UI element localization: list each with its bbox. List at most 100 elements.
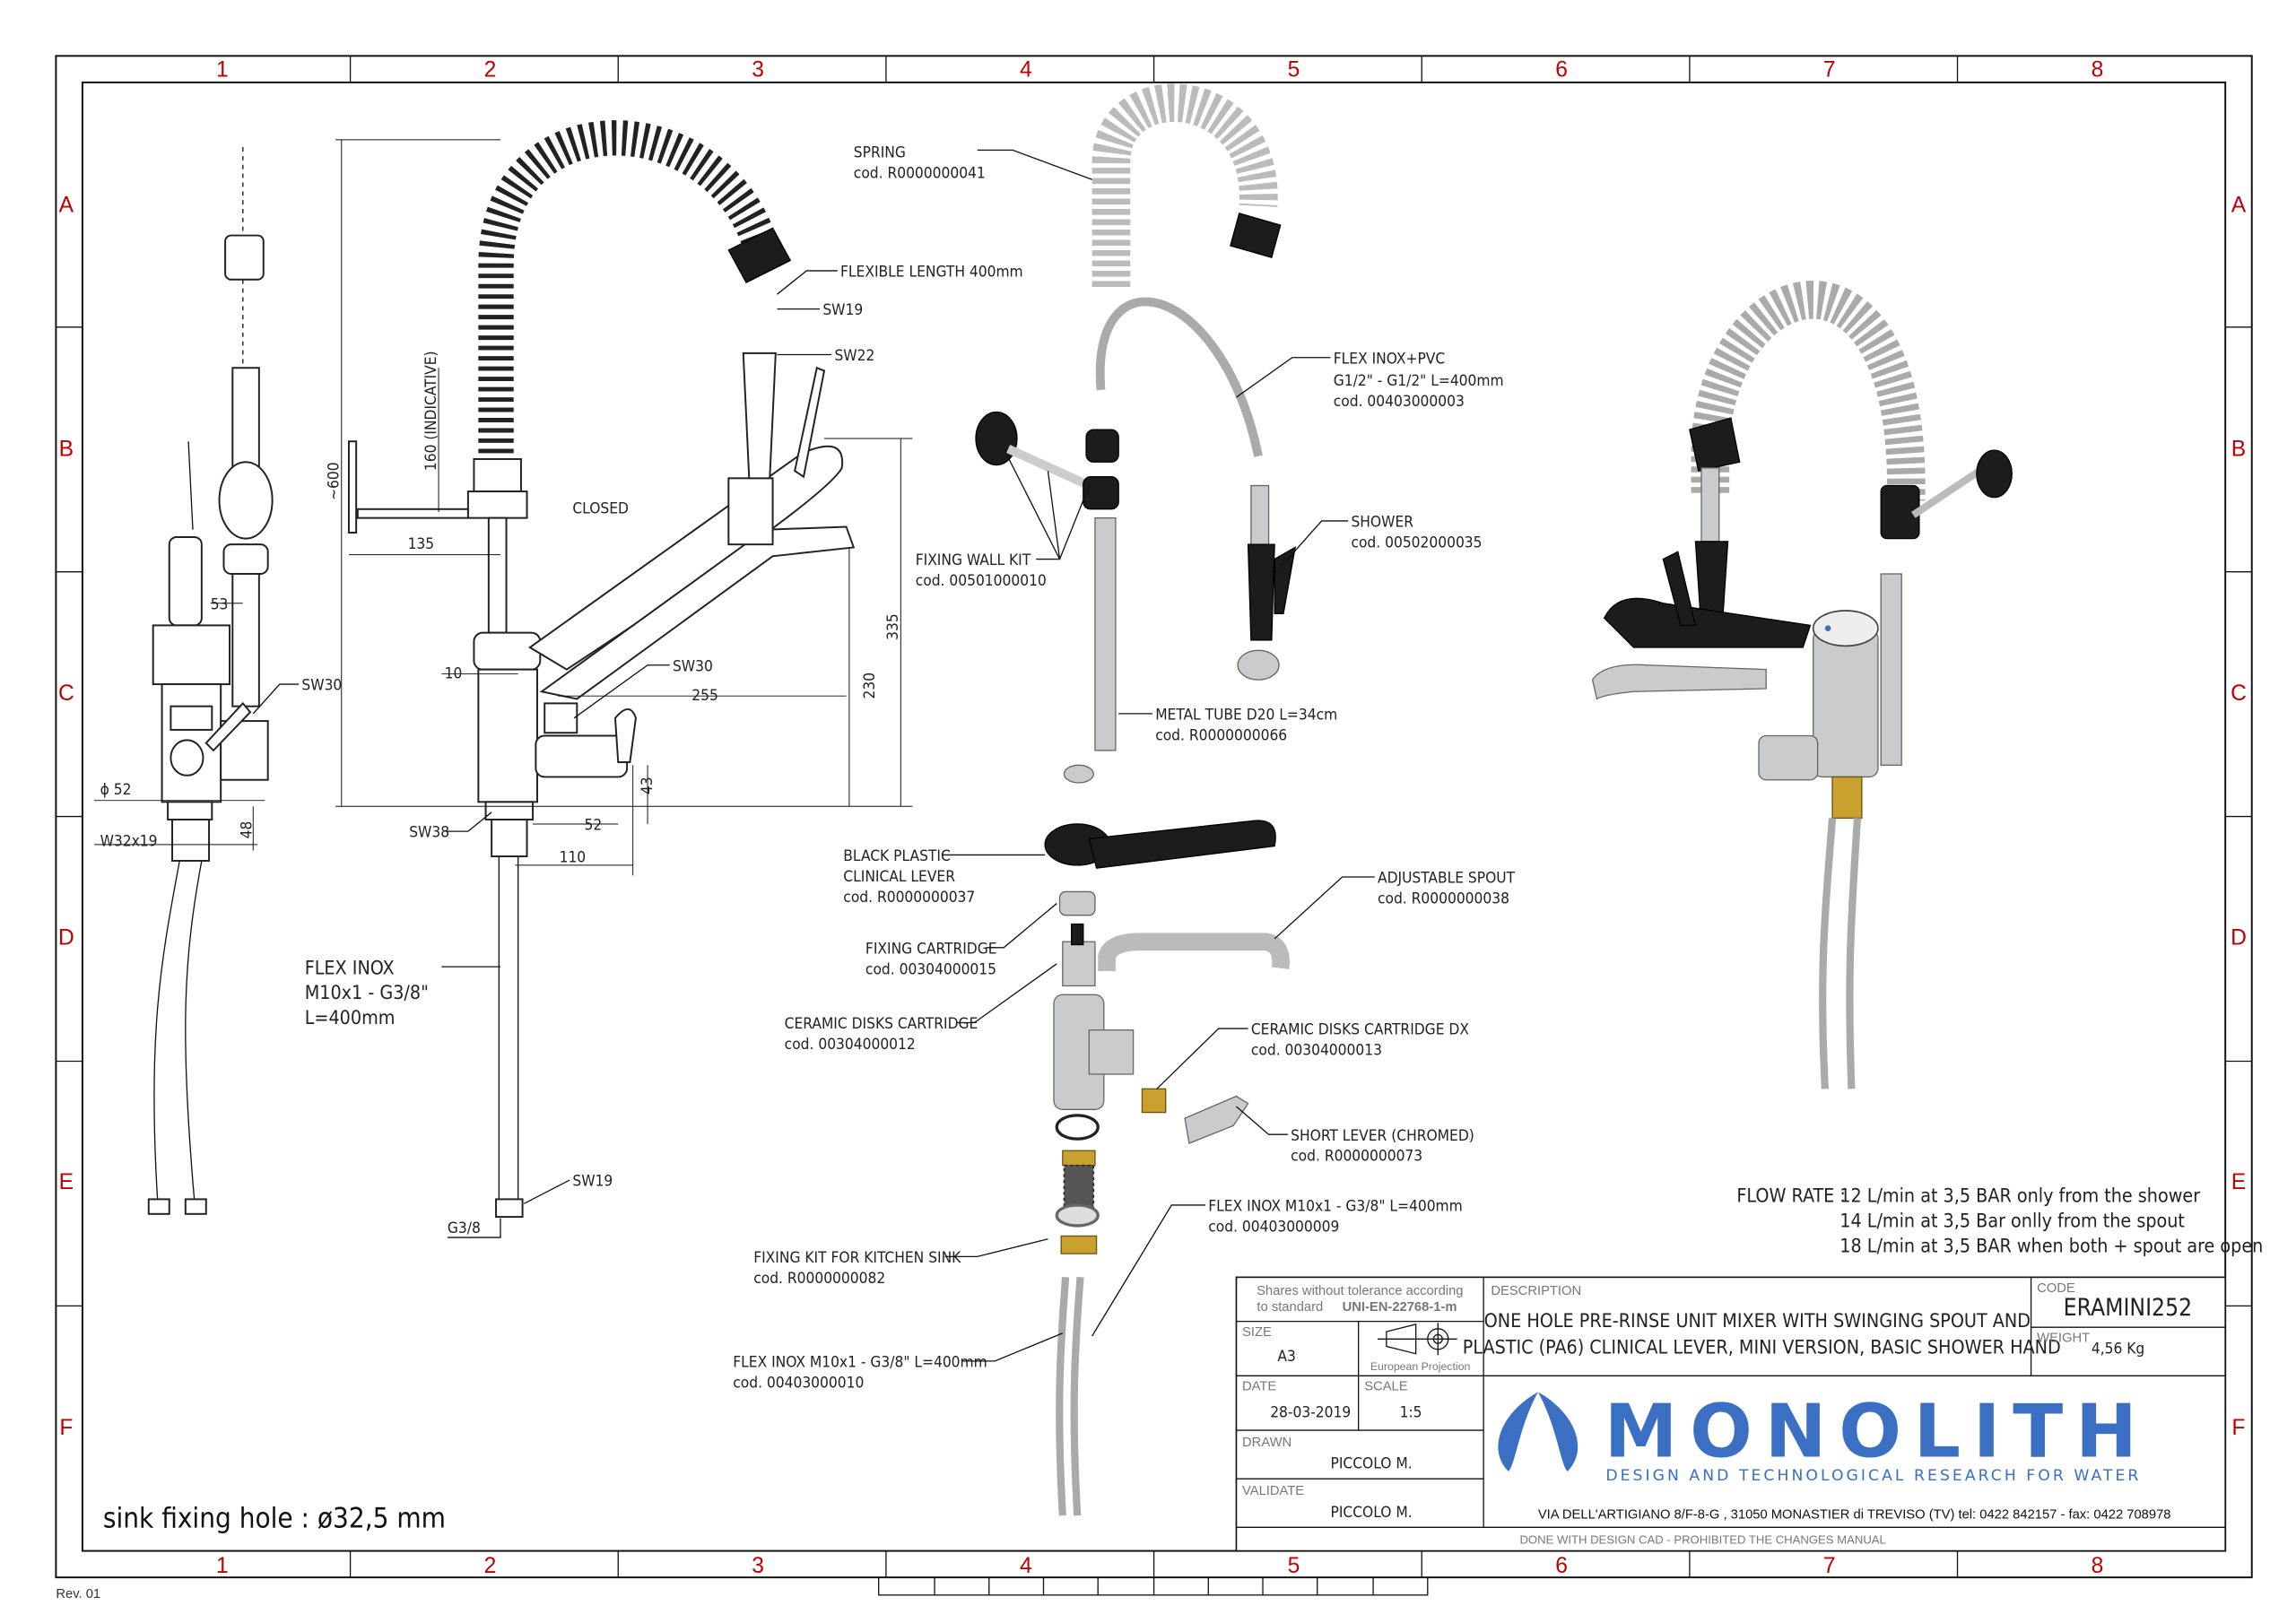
dim-255-label: 255 — [691, 687, 718, 705]
isometric-view — [1591, 281, 2013, 1089]
validate-value: PICCOLO M. — [1330, 1504, 1412, 1522]
flex-inox-label-3: L=400mm — [305, 1007, 396, 1029]
part-flex-pvc-code: cod. 00403000003 — [1334, 393, 1465, 411]
part-lever-name: BLACK PLASTIC — [843, 847, 950, 865]
spring-part — [1091, 83, 1278, 287]
flow-rate-line-3: 18 L/min at 3,5 BAR when both + spout ar… — [1839, 1235, 2263, 1257]
water-drop-logo-icon — [1498, 1392, 1578, 1471]
drawing-frame: 1 2 3 4 5 6 7 8 1 2 3 4 5 6 7 8 A B C D … — [55, 55, 2253, 1601]
row-label-right-a: A — [2231, 193, 2247, 217]
part-shower-code: cod. 00502000035 — [1351, 534, 1482, 551]
side-dim48-label: 48 — [239, 821, 257, 839]
part-sink-kit-name: FIXING KIT FOR KITCHEN SINK — [753, 1249, 961, 1267]
flex-inox-pvc-part — [1095, 297, 1263, 457]
revision-label: Rev. 01 — [56, 1587, 100, 1601]
company-address: VIA DELL'ARTIGIANO 8/F-8-G , 31050 MONAS… — [1538, 1507, 2171, 1522]
g38-label: G3/8 — [448, 1219, 481, 1237]
col-label-bottom-2: 2 — [484, 1554, 497, 1578]
col-label-bottom-4: 4 — [1020, 1554, 1032, 1578]
part-spout-name: ADJUSTABLE SPOUT — [1378, 870, 1516, 888]
part-flex-inox-9-name: FLEX INOX M10x1 - G3/8" L=400mm — [1208, 1198, 1462, 1216]
col-label-bottom-5: 5 — [1288, 1554, 1300, 1578]
part-spring-name: SPRING — [854, 144, 906, 162]
dim-approx600-label: ~600 — [325, 462, 343, 500]
date-label: DATE — [1242, 1380, 1276, 1394]
dim-230-label: 230 — [861, 673, 879, 699]
code-value: ERAMINI252 — [2064, 1295, 2192, 1322]
col-label-top-5: 5 — [1288, 57, 1300, 82]
side-w32x19-label: W32x19 — [100, 833, 158, 851]
col-label-top-4: 4 — [1020, 57, 1032, 82]
part-flex-inox-10-code: cod. 00403000010 — [733, 1374, 864, 1392]
shower-part — [1237, 484, 1296, 681]
adjustable-spout-part — [1098, 933, 1290, 972]
dim-160-indicative-label: 160 (INDICATIVE) — [422, 351, 440, 471]
european-projection-symbol-icon — [1377, 1323, 1457, 1356]
side-dim53-label: 53 — [211, 595, 229, 613]
drawn-label: DRAWN — [1242, 1436, 1292, 1450]
col-label-bottom-6: 6 — [1555, 1554, 1568, 1578]
part-metal-tube-code: cod. R0000000066 — [1155, 726, 1287, 744]
col-label-top-7: 7 — [1823, 57, 1836, 82]
part-ceramic-cartridge-code: cod. 00304000012 — [785, 1036, 916, 1054]
spring-coil-front — [478, 120, 783, 464]
dim-52-label: 52 — [585, 817, 603, 835]
row-label-right-f: F — [2231, 1416, 2245, 1440]
flex-inox-label-2: M10x1 - G3/8" — [305, 982, 429, 1004]
col-label-bottom-8: 8 — [2092, 1554, 2104, 1578]
col-label-top-6: 6 — [1555, 57, 1568, 82]
col-label-top-8: 8 — [2092, 57, 2104, 82]
row-label-right-d: D — [2231, 926, 2247, 950]
drawn-value: PICCOLO M. — [1330, 1455, 1412, 1473]
flexible-length-label: FLEXIBLE LENGTH 400mm — [840, 264, 1023, 282]
part-wall-kit-name: FIXING WALL KIT — [916, 551, 1031, 569]
part-ceramic-dx-code: cod. 00304000013 — [1251, 1042, 1382, 1060]
part-shower-name: SHOWER — [1351, 513, 1413, 531]
row-label-left-c: C — [58, 681, 74, 706]
sw19-top-label: SW19 — [822, 301, 863, 319]
description-line-2: PLASTIC (PA6) CLINICAL LEVER, MINI VERSI… — [1463, 1337, 2061, 1359]
flow-rate-line-2: 14 L/min at 3,5 Bar onlly from the spout — [1839, 1211, 2185, 1233]
part-lever-name2: CLINICAL LEVER — [843, 868, 955, 886]
part-flex-inox-10-name: FLEX INOX M10x1 - G3/8" L=400mm — [733, 1353, 987, 1371]
dim-10-label: 10 — [445, 664, 463, 682]
side-view-drawing: SW30 ϕ 52 W32x19 48 53 FLEX INOX M10x1 -… — [94, 147, 500, 1534]
part-fixing-cartridge-code: cod. 00304000015 — [865, 960, 996, 978]
flow-rate-line-1: 12 L/min at 3,5 BAR only from the shower — [1839, 1185, 2200, 1208]
clinical-lever-part — [1044, 764, 1276, 869]
part-lever-code: cod. R0000000037 — [843, 889, 975, 907]
tolerance-standard: UNI-EN-22768-1-m — [1343, 1300, 1457, 1315]
validate-label: VALIDATE — [1242, 1484, 1304, 1498]
front-sw30-label: SW30 — [673, 657, 713, 675]
description-label: DESCRIPTION — [1491, 1284, 1581, 1298]
size-label: SIZE — [1242, 1325, 1272, 1340]
scale-value: 1:5 — [1400, 1403, 1422, 1421]
size-value: A3 — [1277, 1348, 1295, 1366]
row-label-left-a: A — [59, 193, 74, 217]
cad-footer-note: DONE WITH DESIGN CAD - PROHIBITED THE CH… — [1519, 1532, 1885, 1546]
zone-divider-ticks — [56, 56, 2252, 1578]
col-label-bottom-3: 3 — [752, 1554, 764, 1578]
part-short-lever-name: SHORT LEVER (CHROMED) — [1291, 1127, 1474, 1145]
sw22-label: SW22 — [834, 347, 874, 365]
part-ceramic-cartridge-name: CERAMIC DISKS CARTRIDGE — [785, 1015, 978, 1033]
part-metal-tube-name: METAL TUBE D20 L=34cm — [1155, 706, 1337, 724]
row-label-right-c: C — [2231, 681, 2247, 706]
side-phi52-label: ϕ 52 — [100, 781, 132, 799]
part-sink-kit-code: cod. R0000000082 — [753, 1270, 885, 1288]
weight-label: WEIGHT — [2037, 1332, 2090, 1346]
col-label-top-1: 1 — [216, 57, 229, 82]
scale-label: SCALE — [1364, 1380, 1408, 1394]
exploded-view: SPRING cod. R0000000041 FLEX INOX+PVC G1… — [733, 83, 1516, 1516]
part-flex-inox-9-code: cod. 00403000009 — [1208, 1218, 1339, 1236]
part-flex-pvc-name2: G1/2" - G1/2" L=400mm — [1334, 372, 1504, 390]
part-ceramic-dx-name: CERAMIC DISKS CARTRIDGE DX — [1251, 1021, 1469, 1039]
part-wall-kit-code: cod. 00501000010 — [916, 572, 1047, 590]
monolith-logo: MONOLITH DESIGN AND TECHNOLOGICAL RESEAR… — [1498, 1390, 2142, 1485]
code-label: CODE — [2037, 1281, 2075, 1296]
front-view-drawing: ~600 160 (INDICATIVE) 135 CLOSED 10 SW30… — [325, 120, 1023, 1238]
col-label-top-3: 3 — [752, 57, 764, 82]
col-label-top-2: 2 — [484, 57, 497, 82]
dim-110-label: 110 — [560, 849, 587, 867]
brand-name: MONOLITH — [1605, 1390, 2142, 1475]
